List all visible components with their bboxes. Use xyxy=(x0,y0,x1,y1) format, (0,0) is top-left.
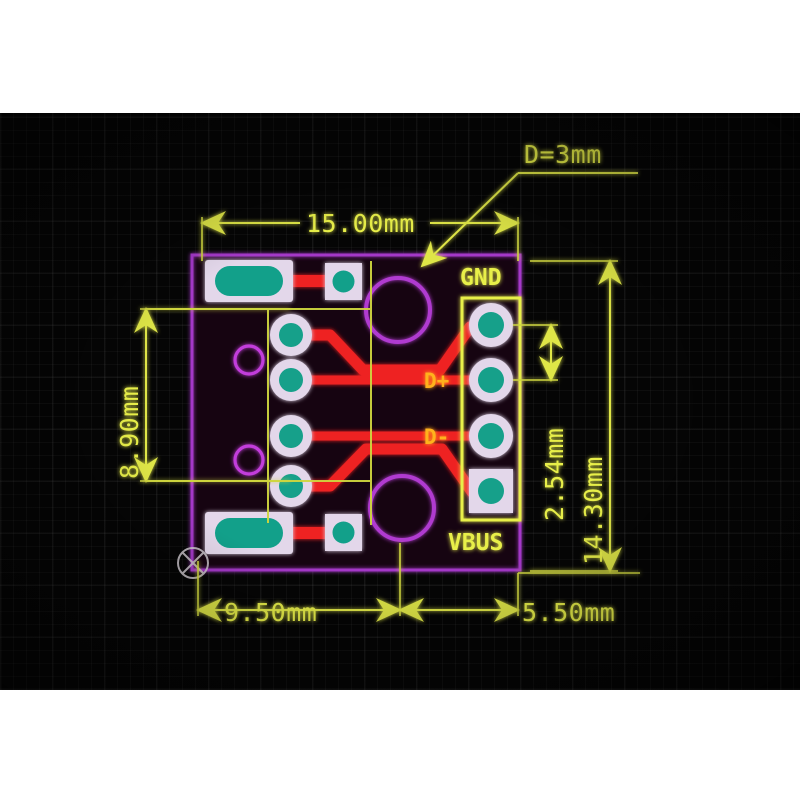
dim-label-hole: D=3mm xyxy=(524,140,602,169)
dim-offset-left: 9.50mm xyxy=(196,543,402,627)
dim-hole-diameter: D=3mm xyxy=(420,140,638,268)
dim-height-right: 14.30mm xyxy=(530,259,622,573)
dim-offset-right: 5.50mm xyxy=(398,572,640,627)
dim-label-offset-right: 5.50mm xyxy=(522,598,615,627)
silk-label-dminus: D- xyxy=(424,425,449,449)
dim-label-pitch: 2.54mm xyxy=(540,428,569,521)
dim-label-height-left: 8.90mm xyxy=(115,386,144,479)
dimension-layer: 15.00mm D=3mm 8.90mm 14.30mm xyxy=(115,140,640,627)
dim-label-width: 15.00mm xyxy=(306,209,415,238)
pcb-drawing-photo: 15.00mm D=3mm 8.90mm 14.30mm xyxy=(0,113,800,690)
board-guide-rails xyxy=(146,261,372,525)
dim-height-left: 8.90mm xyxy=(115,307,290,483)
dim-pitch: 2.54mm xyxy=(513,323,569,521)
dim-width-top: 15.00mm xyxy=(200,209,520,261)
silk-label-gnd: GND xyxy=(460,265,502,291)
dim-label-height-right: 14.30mm xyxy=(579,456,608,565)
silk-label-dplus: D+ xyxy=(424,369,449,393)
dim-label-offset-left: 9.50mm xyxy=(224,598,317,627)
silk-label-vbus: VBUS xyxy=(448,530,503,556)
